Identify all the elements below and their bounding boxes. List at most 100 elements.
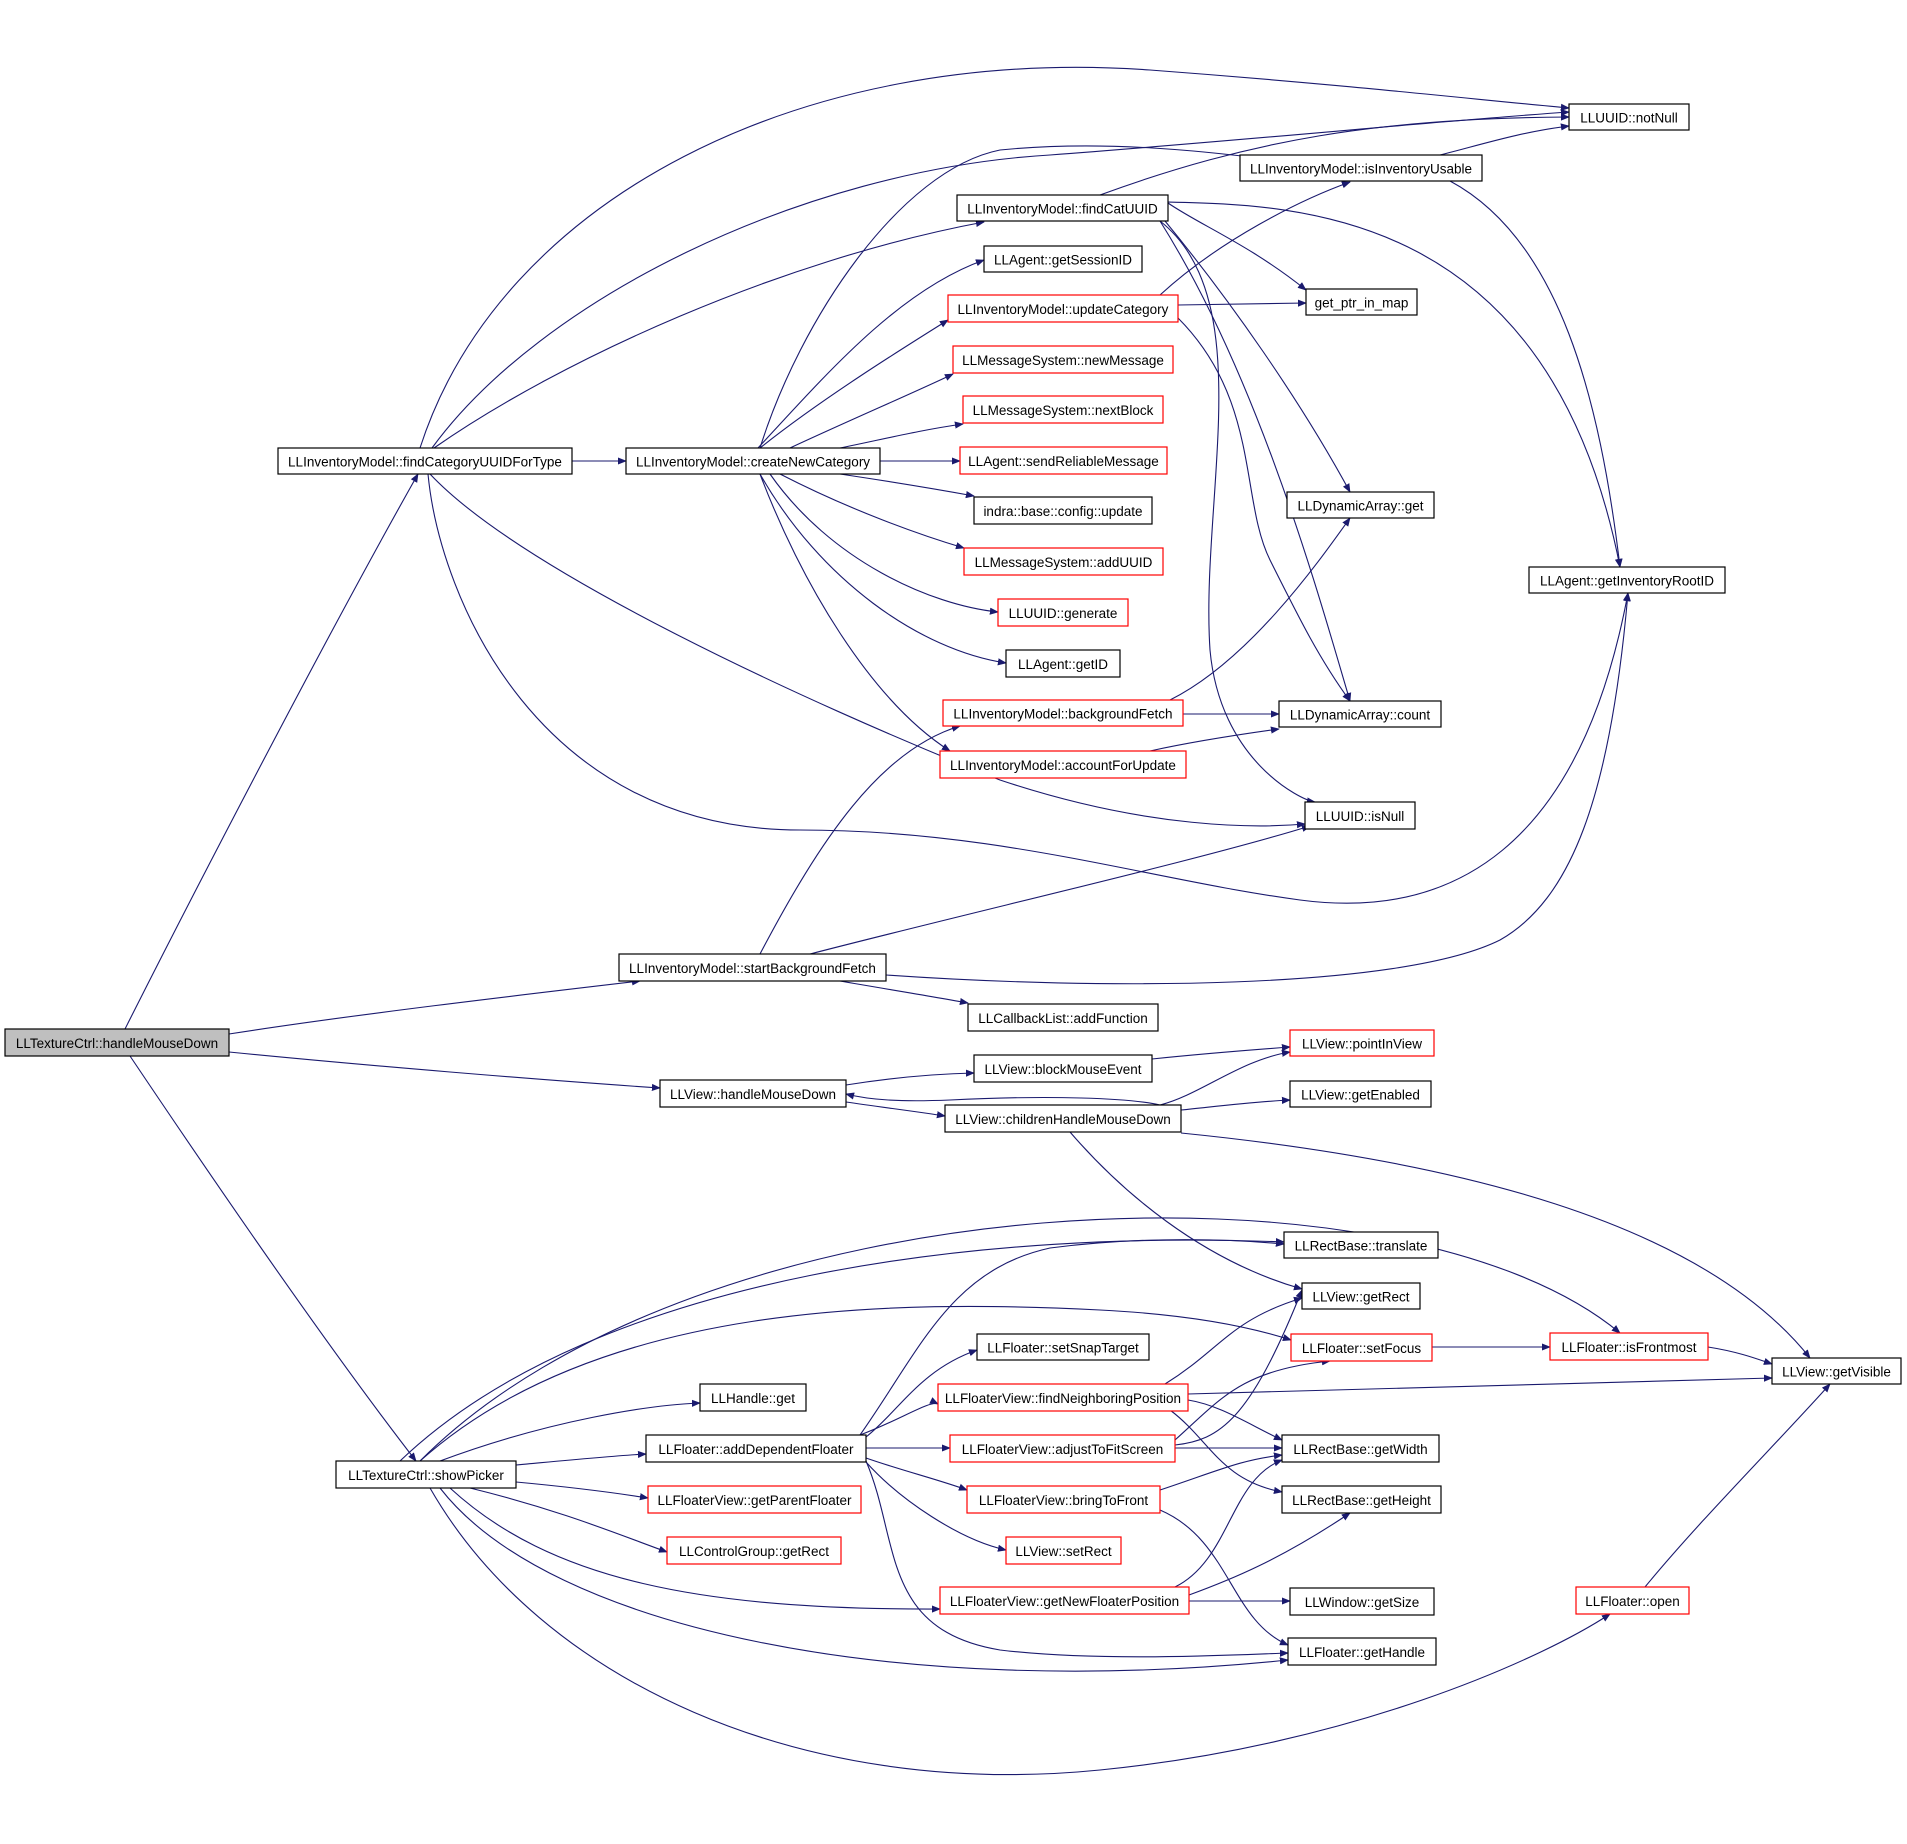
node-find-cat-u-u-i-d[interactable]: LLInventoryModel::findCatUUID	[956, 194, 1169, 222]
node-get-visible[interactable]: LLView::getVisible	[1771, 1357, 1902, 1385]
node-start-background-fetch[interactable]: LLInventoryModel::startBackgroundFetch	[618, 953, 887, 982]
node-box	[1771, 1357, 1902, 1385]
node-label: LLAgent::getID	[1018, 657, 1108, 672]
node-background-fetch[interactable]: LLInventoryModel::backgroundFetch	[942, 699, 1184, 727]
node-set-snap-target[interactable]: LLFloater::setSnapTarget	[976, 1333, 1150, 1361]
node-is-null[interactable]: LLUUID::isNull	[1304, 801, 1416, 830]
node-label: LLInventoryModel::startBackgroundFetch	[629, 961, 876, 976]
node-add-function[interactable]: LLCallbackList::addFunction	[967, 1003, 1159, 1032]
node-box	[973, 496, 1153, 525]
node-label: LLFloater::addDependentFloater	[658, 1442, 854, 1457]
edge-path	[865, 1349, 978, 1438]
edge-path	[1177, 317, 1351, 702]
node-get-handle[interactable]: LLFloater::getHandle	[1287, 1637, 1437, 1666]
node-not-null[interactable]: LLUUID::notNull	[1568, 103, 1690, 131]
node-translate[interactable]: LLRectBase::translate	[1283, 1231, 1439, 1259]
node-create-new-category[interactable]: LLInventoryModel::createNewCategory	[625, 447, 881, 475]
node-box	[1575, 1586, 1690, 1615]
edge-path	[859, 1239, 1285, 1436]
node-find-neighboring-position[interactable]: LLFloaterView::findNeighboringPosition	[937, 1383, 1189, 1412]
call-edge	[1174, 1459, 1283, 1588]
edge-path	[1188, 1512, 1351, 1596]
call-edge	[1099, 113, 1570, 196]
edge-path	[515, 1450, 647, 1466]
node-label: LLView::setRect	[1015, 1544, 1112, 1559]
node-box	[666, 1536, 842, 1565]
node-get-width[interactable]: LLRectBase::getWidth	[1281, 1434, 1440, 1463]
node-update-category[interactable]: LLInventoryModel::updateCategory	[947, 294, 1179, 323]
node-get-height[interactable]: LLRectBase::getHeight	[1281, 1485, 1442, 1514]
node-label: LLUUID::isNull	[1316, 809, 1405, 824]
edge-path	[757, 259, 985, 449]
node-box	[942, 699, 1184, 727]
node-get-session-i-d[interactable]: LLAgent::getSessionID	[983, 245, 1143, 273]
call-edge	[399, 1238, 1285, 1462]
node-dyn-array-count[interactable]: LLDynamicArray::count	[1278, 700, 1442, 728]
node-set-rect[interactable]: LLView::setRect	[1005, 1536, 1122, 1565]
edge-path	[228, 1051, 661, 1092]
node-get-size[interactable]: LLWindow::getSize	[1289, 1587, 1435, 1616]
call-edge	[1180, 1096, 1291, 1111]
node-label: LLFloaterView::bringToFront	[979, 1493, 1149, 1508]
node-label: indra::base::config::update	[983, 504, 1142, 519]
node-label: LLMessageSystem::nextBlock	[973, 403, 1154, 418]
node-label: LLView::getEnabled	[1301, 1088, 1420, 1103]
node-get-parent-floater[interactable]: LLFloaterView::getParentFloater	[647, 1485, 862, 1514]
node-block-mouse-event[interactable]: LLView::blockMouseEvent	[973, 1054, 1153, 1083]
node-box	[959, 446, 1168, 475]
node-children-handle-mouse-down[interactable]: LLView::childrenHandleMouseDown	[944, 1104, 1182, 1133]
node-is-frontmost[interactable]: LLFloater::isFrontmost	[1549, 1332, 1709, 1361]
edge-path	[865, 1461, 1007, 1552]
node-is-inventory-usable[interactable]: LLInventoryModel::isInventoryUsable	[1239, 154, 1483, 182]
node-get-new-floater-position[interactable]: LLFloaterView::getNewFloaterPosition	[939, 1586, 1190, 1615]
node-get-ptr-in-map[interactable]: get_ptr_in_map	[1305, 288, 1418, 316]
call-edge	[433, 219, 985, 449]
node-view-get-rect[interactable]: LLView::getRect	[1301, 1282, 1421, 1310]
node-find-category-u-u-i-d-for-type[interactable]: LLInventoryModel::findCategoryUUIDForTyp…	[277, 447, 573, 475]
call-edge	[1069, 1131, 1303, 1291]
node-show-picker[interactable]: LLTextureCtrl::showPicker	[335, 1460, 517, 1489]
node-view-handle-mouse-down[interactable]: LLView::handleMouseDown	[659, 1079, 847, 1108]
call-edge	[1644, 1383, 1831, 1588]
node-box	[967, 1003, 1159, 1032]
node-new-message[interactable]: LLMessageSystem::newMessage	[952, 345, 1174, 374]
edge-path	[124, 473, 419, 1030]
node-box	[1301, 1282, 1421, 1310]
node-control-group-get-rect[interactable]: LLControlGroup::getRect	[666, 1536, 842, 1565]
node-get-enabled[interactable]: LLView::getEnabled	[1289, 1080, 1432, 1108]
node-box	[944, 1104, 1182, 1133]
call-edge	[1164, 220, 1351, 493]
edge-path	[845, 1069, 975, 1086]
node-label: LLInventoryModel::findCatUUID	[967, 202, 1158, 217]
call-edge	[1159, 1509, 1289, 1646]
edge-path	[1159, 181, 1351, 296]
node-box	[952, 345, 1174, 374]
node-bring-to-front[interactable]: LLFloaterView::bringToFront	[966, 1485, 1161, 1514]
node-handle-get[interactable]: LLHandle::get	[699, 1383, 807, 1412]
call-edge	[1169, 517, 1351, 701]
node-send-reliable-message[interactable]: LLAgent::sendReliableMessage	[959, 446, 1168, 475]
call-edge	[1149, 726, 1280, 752]
node-floater-open[interactable]: LLFloater::open	[1575, 1586, 1690, 1615]
node-adjust-to-fit-screen[interactable]: LLFloaterView::adjustToFitScreen	[949, 1434, 1176, 1463]
edge-path	[1167, 201, 1622, 568]
node-point-in-view[interactable]: LLView::pointInView	[1289, 1029, 1435, 1057]
call-edge	[469, 1487, 668, 1553]
edge-path	[1707, 1346, 1773, 1365]
edge-path	[865, 1457, 968, 1491]
edge-path	[859, 1397, 939, 1436]
node-label: LLFloaterView::getParentFloater	[657, 1493, 852, 1508]
node-add-dependent-floater[interactable]: LLFloater::addDependentFloater	[645, 1434, 867, 1463]
node-account-for-update[interactable]: LLInventoryModel::accountForUpdate	[939, 750, 1187, 779]
node-uuid-generate[interactable]: LLUUID::generate	[997, 598, 1129, 627]
node-dyn-array-get[interactable]: LLDynamicArray::get	[1286, 491, 1435, 519]
node-handle-mouse-down-root[interactable]: LLTextureCtrl::handleMouseDown	[4, 1028, 230, 1057]
node-add-u-u-i-d[interactable]: LLMessageSystem::addUUID	[963, 547, 1164, 576]
node-label: LLCallbackList::addFunction	[978, 1011, 1148, 1026]
node-next-block[interactable]: LLMessageSystem::nextBlock	[962, 395, 1164, 424]
edge-path	[469, 1487, 668, 1553]
node-config-update[interactable]: indra::base::config::update	[973, 496, 1153, 525]
node-get-inventory-root-i-d[interactable]: LLAgent::getInventoryRootID	[1528, 566, 1726, 594]
node-set-focus[interactable]: LLFloater::setFocus	[1290, 1333, 1433, 1362]
node-agent-get-i-d[interactable]: LLAgent::getID	[1005, 649, 1121, 678]
